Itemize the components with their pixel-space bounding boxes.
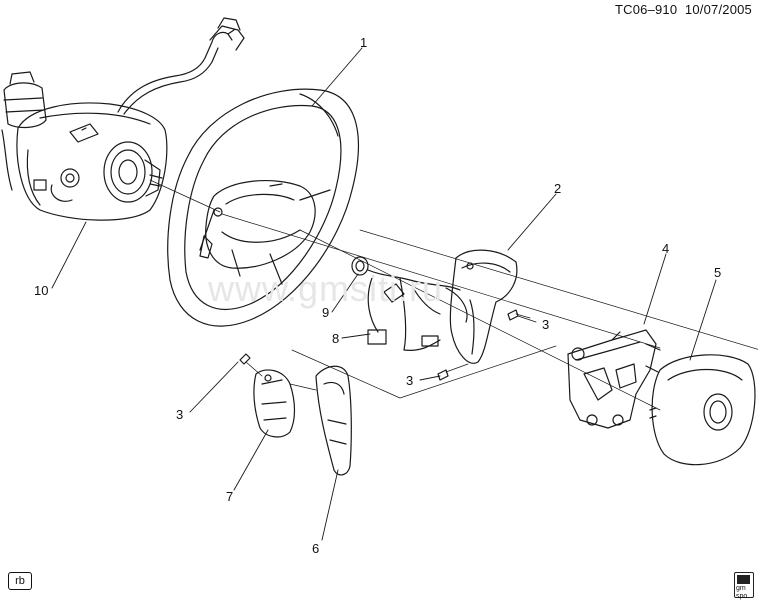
corner-tag: rb: [8, 572, 32, 590]
callout-5: 5: [714, 265, 722, 280]
callout-2: 2: [554, 181, 562, 196]
callout-6: 6: [312, 541, 320, 556]
callout-3a: 3: [542, 317, 550, 332]
drawing-date: 10/07/2005: [684, 2, 752, 17]
callout-7: 7: [226, 489, 234, 504]
bracket-part: [567, 329, 661, 429]
drawing-header: TC06–910 10/07/2005: [615, 2, 752, 17]
switch-part: [253, 369, 296, 438]
callout-3b: 3: [406, 373, 414, 388]
watermark-text: www.gmsiti.ru: [208, 268, 444, 309]
lower-trim-part: [315, 365, 352, 476]
harness-part: [351, 256, 468, 351]
steering-wheel-part: [167, 88, 359, 327]
steering-column-part: [1, 17, 245, 221]
leader-lines: [51, 47, 717, 541]
callout-10: 10: [34, 283, 49, 298]
airbag-module-part: [649, 354, 756, 466]
screw-parts: [239, 309, 519, 381]
logo-mark-icon: [737, 575, 750, 584]
logo-text: gm spo: [736, 585, 748, 600]
gm-spo-logo: gm spo: [734, 572, 754, 600]
callout-4: 4: [662, 241, 670, 256]
callout-3c: 3: [176, 407, 184, 422]
callout-8: 8: [332, 331, 340, 346]
alignment-lines: [149, 179, 758, 411]
callout-9: 9: [322, 305, 330, 320]
callout-1: 1: [360, 35, 368, 50]
drawing-code: TC06–910: [614, 2, 678, 17]
